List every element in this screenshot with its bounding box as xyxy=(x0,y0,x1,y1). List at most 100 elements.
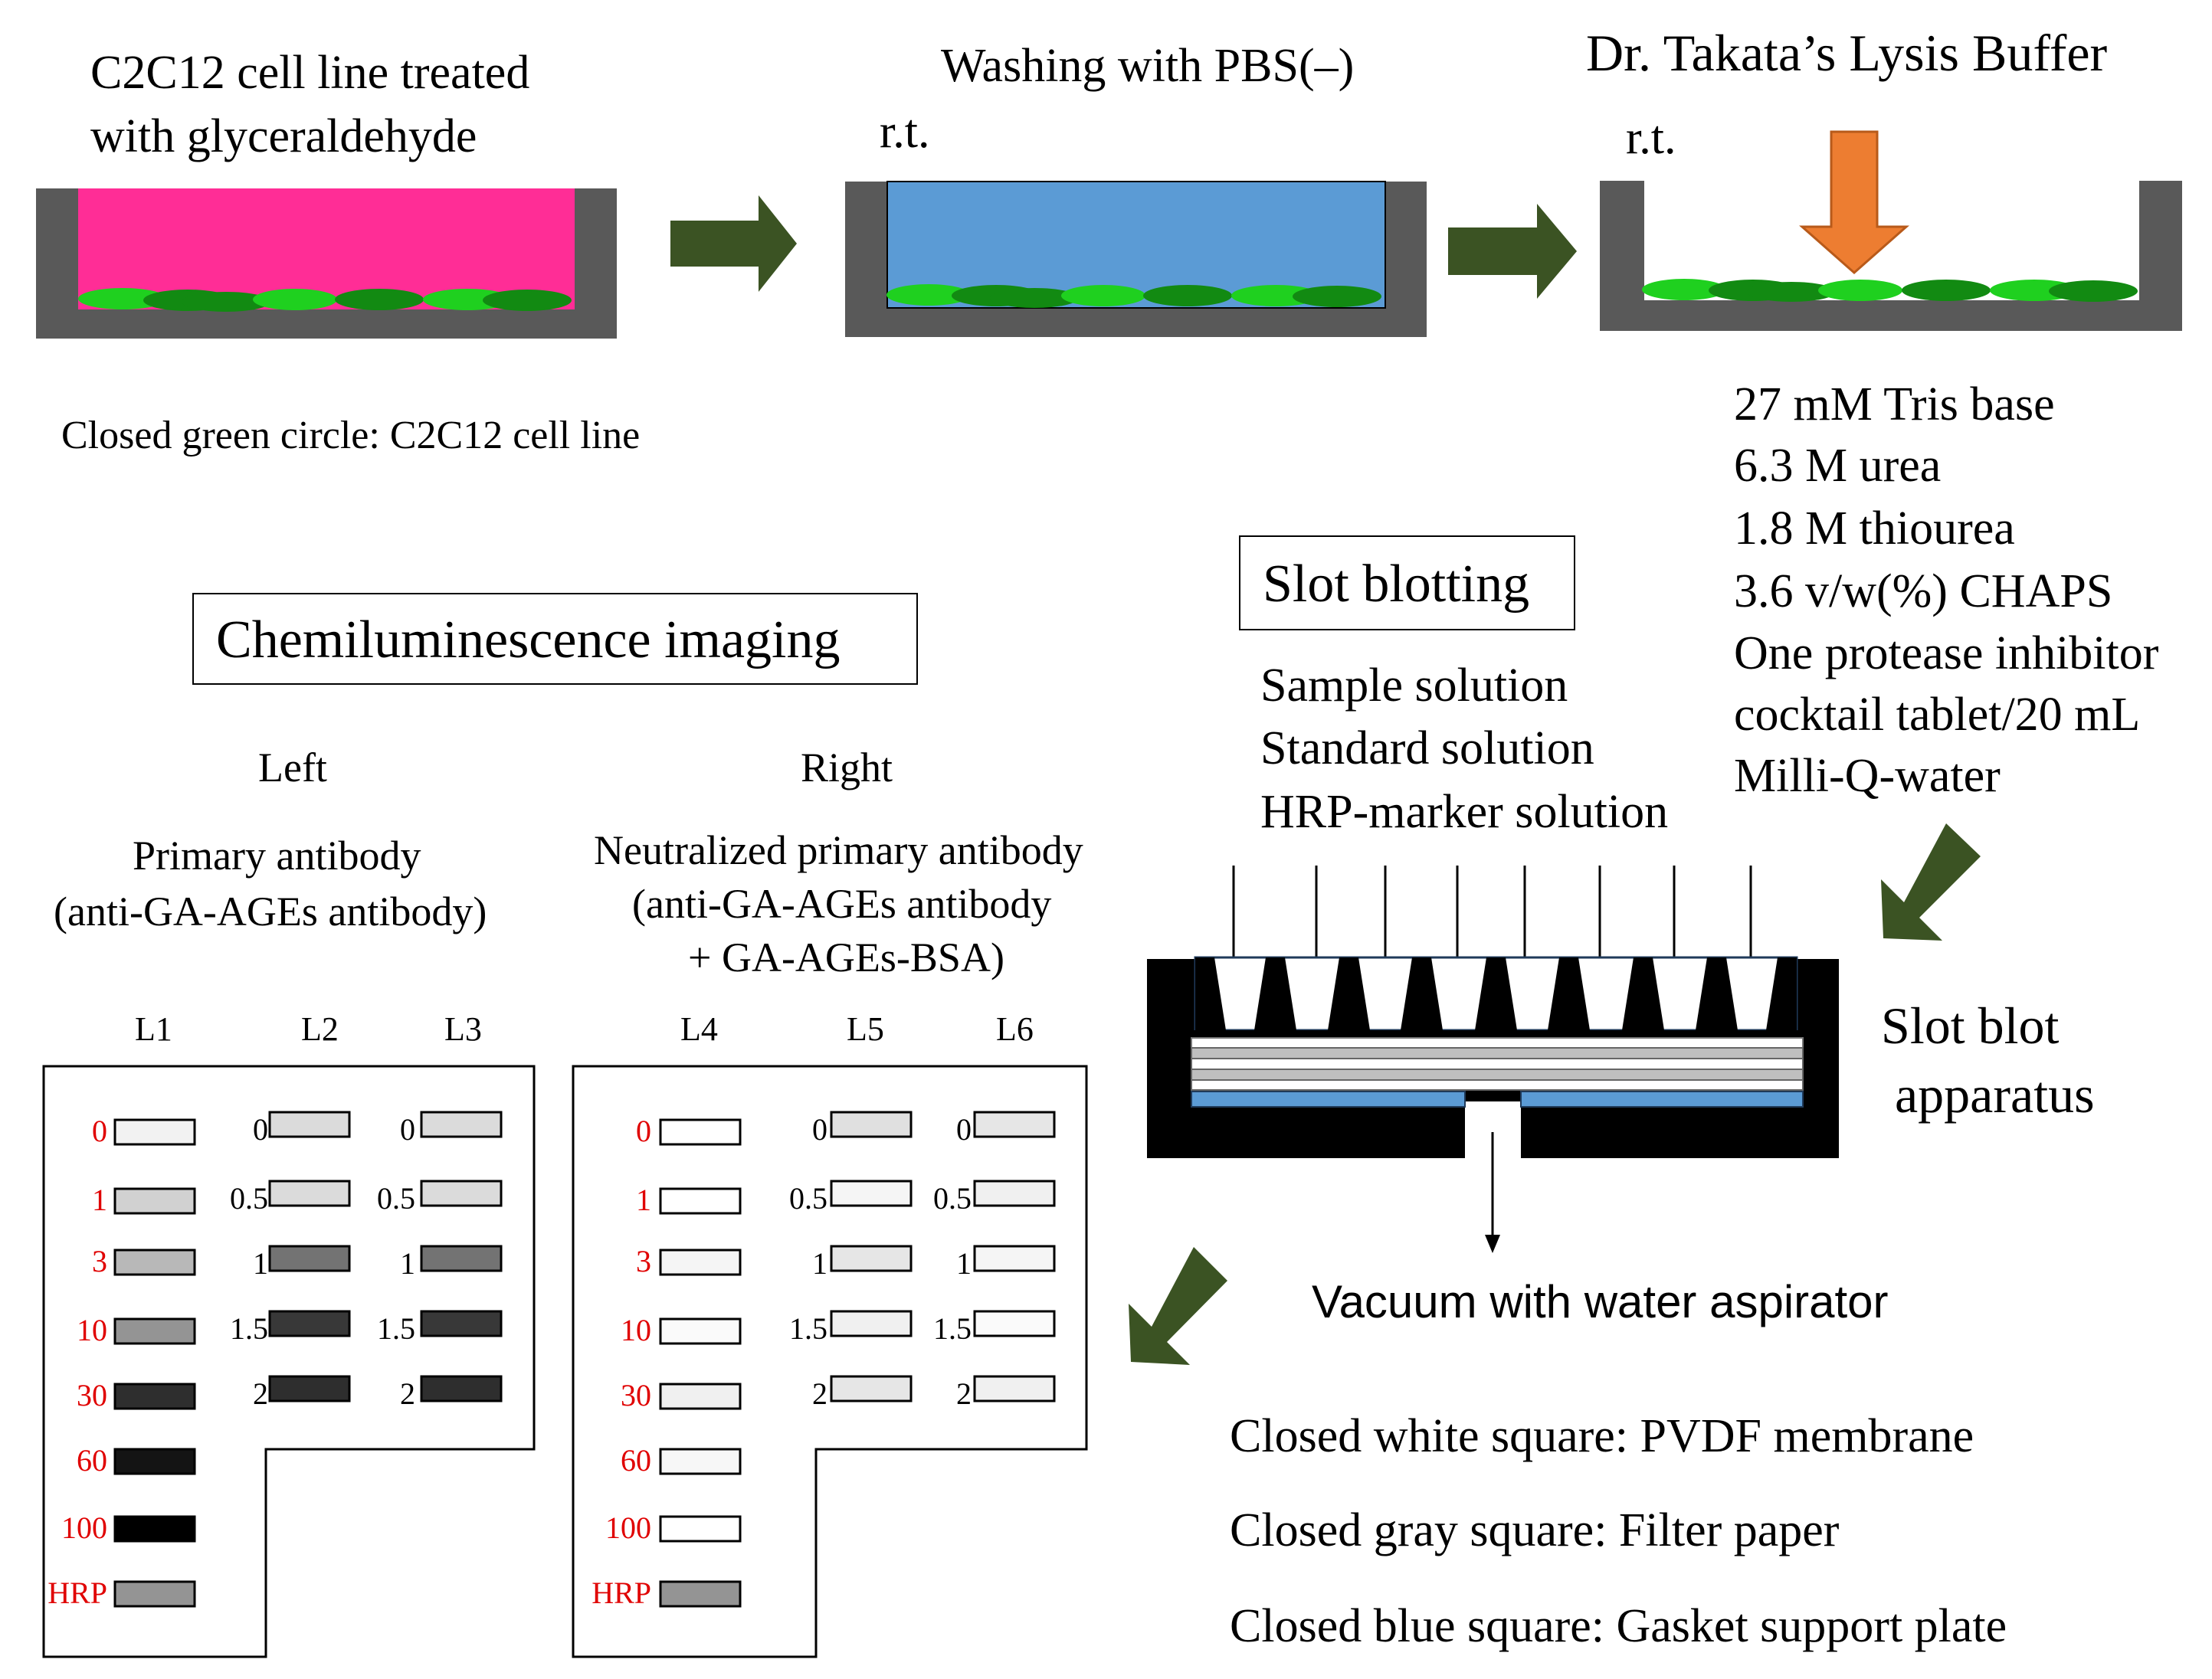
standard-label: 1.5 xyxy=(377,1311,415,1346)
left-desc-line2: (anti-GA-AGEs antibody) xyxy=(54,889,487,934)
standard-label: 0 xyxy=(400,1112,415,1147)
concentration-label: 30 xyxy=(621,1378,651,1412)
right-label: Right xyxy=(801,745,893,790)
standard-label: 1 xyxy=(400,1246,415,1281)
step1-title-line1: C2C12 cell line treated xyxy=(90,47,529,99)
vacuum-arrow-head xyxy=(1485,1235,1500,1253)
left-desc-line1: Primary antibody xyxy=(133,833,421,879)
standard-slot xyxy=(420,1245,503,1272)
cell xyxy=(2049,280,2138,302)
cell xyxy=(1642,279,1726,300)
filter-paper-layer xyxy=(1191,1079,1804,1091)
standard-slot xyxy=(268,1180,351,1207)
cells-row-2 xyxy=(886,284,1381,308)
buffer-component: 3.6 v/w(%) CHAPS xyxy=(1734,565,2112,617)
lane-label: L1 xyxy=(135,1010,172,1048)
standard-slot xyxy=(973,1375,1056,1402)
standard-label: 0.5 xyxy=(933,1181,972,1216)
standard-slot xyxy=(830,1245,913,1272)
left-standard-a-slots: 00.511.52 xyxy=(230,1111,351,1411)
pvdf-membrane-layer xyxy=(1191,1037,1804,1049)
sample-slot xyxy=(113,1383,196,1410)
lysis-buffer-arrow xyxy=(1799,130,1909,275)
standard-label: 0.5 xyxy=(789,1181,827,1216)
concentration-label: 60 xyxy=(77,1443,107,1478)
concentration-label: 0 xyxy=(636,1114,651,1148)
standard-slot xyxy=(420,1375,503,1402)
slot-input-hrp: HRP-marker solution xyxy=(1260,786,1668,838)
dish-wall xyxy=(36,188,617,339)
left-label: Left xyxy=(258,745,327,790)
culture-dish-1 xyxy=(36,188,617,339)
sample-slot xyxy=(113,1249,196,1276)
slot-input-standard: Standard solution xyxy=(1260,722,1594,774)
sample-slot xyxy=(659,1187,742,1215)
lane-label: L3 xyxy=(444,1010,482,1048)
standard-label: 0.5 xyxy=(230,1181,268,1216)
step3-group: Dr. Takata’s Lysis Buffer r.t. xyxy=(1586,24,2182,331)
filter-paper-layer xyxy=(1191,1069,1804,1081)
cell xyxy=(1747,282,1836,302)
step1-title-line2: with glyceraldehyde xyxy=(90,110,477,162)
standard-slot xyxy=(830,1111,913,1138)
cell xyxy=(886,284,971,306)
standard-label: 0 xyxy=(812,1112,827,1147)
cells-row-1 xyxy=(78,288,572,312)
step3-title: Dr. Takata’s Lysis Buffer xyxy=(1586,24,2108,82)
standard-slot xyxy=(268,1111,351,1138)
standard-label: 1 xyxy=(812,1246,827,1281)
sample-slot xyxy=(659,1515,742,1543)
cell xyxy=(483,290,572,311)
concentration-label: 3 xyxy=(636,1244,651,1278)
standard-slot xyxy=(268,1375,351,1402)
slot-divider xyxy=(1622,957,1664,1030)
right-standard-a-slots: 00.511.52 xyxy=(789,1111,913,1411)
standard-label: 2 xyxy=(400,1376,415,1411)
cells-row-3 xyxy=(1642,279,2138,302)
sample-slot xyxy=(659,1317,742,1345)
apparatus-label-line2: apparatus xyxy=(1895,1065,2095,1124)
cell xyxy=(182,292,270,312)
slot-divider xyxy=(1548,957,1590,1030)
cell xyxy=(1902,280,1991,301)
slot-blotting-group: Slot blotting Sample solution Standard s… xyxy=(1147,535,2095,1327)
buffer-component: 27 mM Tris base xyxy=(1734,378,2055,430)
step2-temp: r.t. xyxy=(880,106,929,158)
standard-slot xyxy=(268,1310,351,1337)
lane-label: L6 xyxy=(996,1010,1034,1048)
cell xyxy=(253,289,337,310)
flow-arrow-1 xyxy=(670,195,797,292)
standard-slot xyxy=(830,1180,913,1207)
standard-label: 0.5 xyxy=(377,1181,415,1216)
cell xyxy=(1293,286,1381,307)
chemi-title-box xyxy=(192,593,918,685)
standard-label: 1.5 xyxy=(933,1311,972,1346)
dish-wall xyxy=(845,182,1427,337)
right-standard-b-slots: 00.511.52 xyxy=(933,1111,1056,1411)
concentration-label: 100 xyxy=(605,1510,651,1545)
standard-slot xyxy=(973,1180,1056,1207)
standard-label: 2 xyxy=(956,1376,972,1411)
sample-slot xyxy=(113,1515,196,1543)
concentration-label: HRP xyxy=(592,1576,651,1610)
culture-dish-2 xyxy=(845,181,1427,337)
pbs-solution xyxy=(886,181,1386,309)
standard-label: 0 xyxy=(253,1112,268,1147)
step2-group: Washing with PBS(–) r.t. xyxy=(845,40,1427,337)
right-desc-line1: Neutralized primary antibody xyxy=(594,827,1083,873)
legend-pvdf: Closed white square: PVDF membrane xyxy=(1230,1410,1974,1462)
slot-input-sample: Sample solution xyxy=(1260,659,1568,712)
concentration-label: 1 xyxy=(92,1183,107,1217)
flow-arrow-2 xyxy=(1448,204,1577,299)
culture-dish-3 xyxy=(1600,181,2182,331)
slot-divider xyxy=(1195,957,1226,1030)
standard-slot xyxy=(973,1310,1056,1337)
cell-legend-note: Closed green circle: C2C12 cell line xyxy=(61,414,640,457)
concentration-label: 100 xyxy=(61,1510,107,1545)
standard-slot xyxy=(973,1111,1056,1138)
standard-label: 2 xyxy=(253,1376,268,1411)
standard-slot xyxy=(420,1111,503,1138)
sample-slot xyxy=(113,1118,196,1146)
